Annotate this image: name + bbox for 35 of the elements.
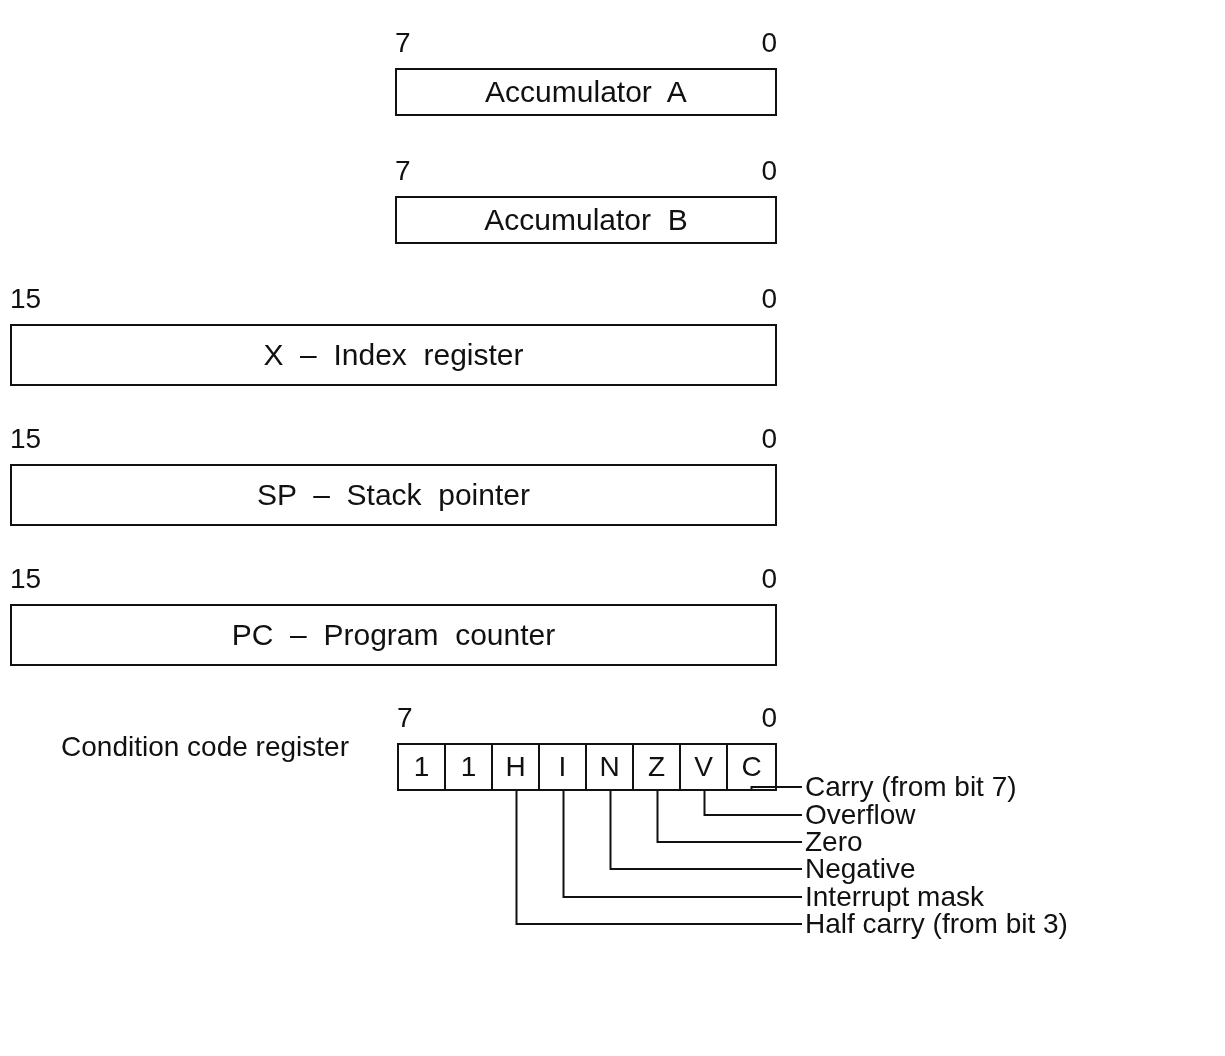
flag-description: Carry (from bit 7) — [805, 772, 1165, 802]
leader-line — [562, 788, 803, 898]
register-name: Accumulator B — [484, 203, 688, 237]
bit-number: 0 — [761, 154, 777, 188]
flag-description: Zero — [805, 827, 1165, 857]
flag-bit-cell: 1 — [446, 745, 493, 789]
flag-bit-cell: C — [728, 745, 775, 789]
register-name: Condition code register — [60, 731, 350, 763]
bit-number: 0 — [761, 562, 777, 596]
bit-number: 7 — [395, 26, 411, 60]
bit-number: 7 — [395, 154, 411, 188]
flag-bit-cell: V — [681, 745, 728, 789]
bit-number: 0 — [761, 282, 777, 316]
leader-line — [656, 788, 803, 843]
bit-number: 15 — [10, 282, 42, 316]
bit-number: 0 — [761, 26, 777, 60]
bit-number: 15 — [10, 422, 42, 456]
flag-bit-cell: Z — [634, 745, 681, 789]
bit-number: 15 — [10, 562, 42, 596]
bit-number: 0 — [761, 422, 777, 456]
register-name: PC – Program counter — [231, 618, 556, 652]
leader-line — [515, 788, 803, 925]
register-name: SP – Stack pointer — [257, 478, 530, 512]
leader-line — [703, 788, 803, 816]
flag-bit-cell: I — [540, 745, 587, 789]
flag-bit-cell: N — [587, 745, 634, 789]
register-name: X – Index register — [263, 338, 524, 372]
flag-bit-cell: H — [493, 745, 540, 789]
leader-line — [750, 786, 803, 790]
flag-bit-cell: 1 — [399, 745, 446, 789]
bit-number: 0 — [761, 701, 777, 735]
bit-number: 7 — [397, 701, 413, 735]
register-name: Accumulator A — [485, 75, 687, 109]
flag-description: Negative — [805, 854, 1165, 884]
leader-line — [609, 788, 803, 870]
